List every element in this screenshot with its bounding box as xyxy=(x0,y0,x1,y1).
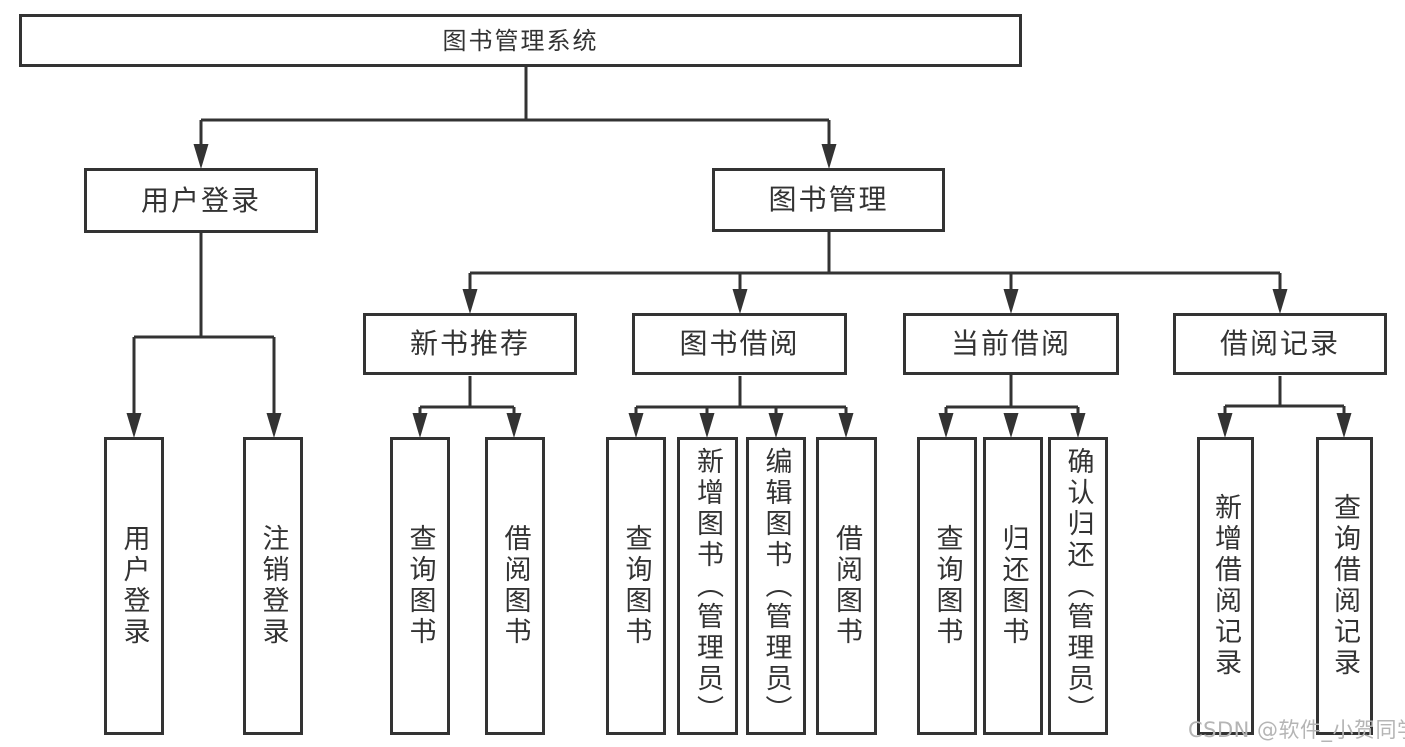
node-leaf-add-borrow-record-label: 新增借阅记录 xyxy=(1210,493,1241,679)
node-book-management-label: 图书管理 xyxy=(768,183,889,216)
watermark: CSDN @软件_小贺同学 xyxy=(1188,718,1405,742)
node-leaf-query-borrow-record: 查询借阅记录 xyxy=(1316,437,1373,735)
node-leaf-edit-book-admin-label: 编辑图书（管理员） xyxy=(760,446,792,726)
node-system-root: 图书管理系统 xyxy=(19,14,1022,67)
node-new-book-recommend-label: 新书推荐 xyxy=(409,327,530,360)
node-leaf-confirm-return-admin-label: 确认归还（管理员） xyxy=(1062,446,1094,726)
node-leaf-return-books-label: 归还图书 xyxy=(997,524,1029,648)
node-system-root-label: 图书管理系统 xyxy=(442,26,599,55)
node-leaf-logout: 注销登录 xyxy=(243,437,303,735)
node-leaf-add-book-admin: 新增图书（管理员） xyxy=(677,437,738,735)
node-leaf-query-books-borrow-label: 查询图书 xyxy=(620,524,652,648)
node-user-login: 用户登录 xyxy=(84,168,318,233)
node-borrow-records-label: 借阅记录 xyxy=(1219,327,1340,360)
node-current-borrow: 当前借阅 xyxy=(903,313,1119,375)
node-leaf-borrow-books: 借阅图书 xyxy=(816,437,877,735)
node-leaf-query-books-recommend: 查询图书 xyxy=(390,437,450,735)
node-leaf-query-books-recommend-label: 查询图书 xyxy=(404,524,436,648)
node-book-management: 图书管理 xyxy=(712,168,945,232)
node-leaf-add-book-admin-label: 新增图书（管理员） xyxy=(692,446,723,726)
node-current-borrow-label: 当前借阅 xyxy=(950,327,1071,360)
node-leaf-query-books-current: 查询图书 xyxy=(917,437,977,735)
node-leaf-add-borrow-record: 新增借阅记录 xyxy=(1197,437,1254,735)
node-new-book-recommend: 新书推荐 xyxy=(363,313,577,375)
node-leaf-edit-book-admin: 编辑图书（管理员） xyxy=(746,437,806,735)
node-leaf-logout-label: 注销登录 xyxy=(257,524,289,648)
node-leaf-user-login: 用户登录 xyxy=(104,437,164,735)
node-leaf-borrow-books-label: 借阅图书 xyxy=(831,524,862,648)
node-book-borrow-label: 图书借阅 xyxy=(679,327,800,360)
node-leaf-return-books: 归还图书 xyxy=(983,437,1043,735)
node-borrow-records: 借阅记录 xyxy=(1173,313,1387,375)
node-leaf-query-borrow-record-label: 查询借阅记录 xyxy=(1329,493,1360,679)
node-book-borrow: 图书借阅 xyxy=(632,313,847,375)
node-leaf-query-books-current-label: 查询图书 xyxy=(931,524,963,648)
node-user-login-label: 用户登录 xyxy=(140,183,261,217)
node-leaf-borrow-books-recommend-label: 借阅图书 xyxy=(499,524,531,648)
node-leaf-query-books-borrow: 查询图书 xyxy=(606,437,666,735)
node-leaf-borrow-books-recommend: 借阅图书 xyxy=(485,437,545,735)
node-leaf-confirm-return-admin: 确认归还（管理员） xyxy=(1048,437,1108,735)
node-leaf-user-login-label: 用户登录 xyxy=(118,524,150,648)
